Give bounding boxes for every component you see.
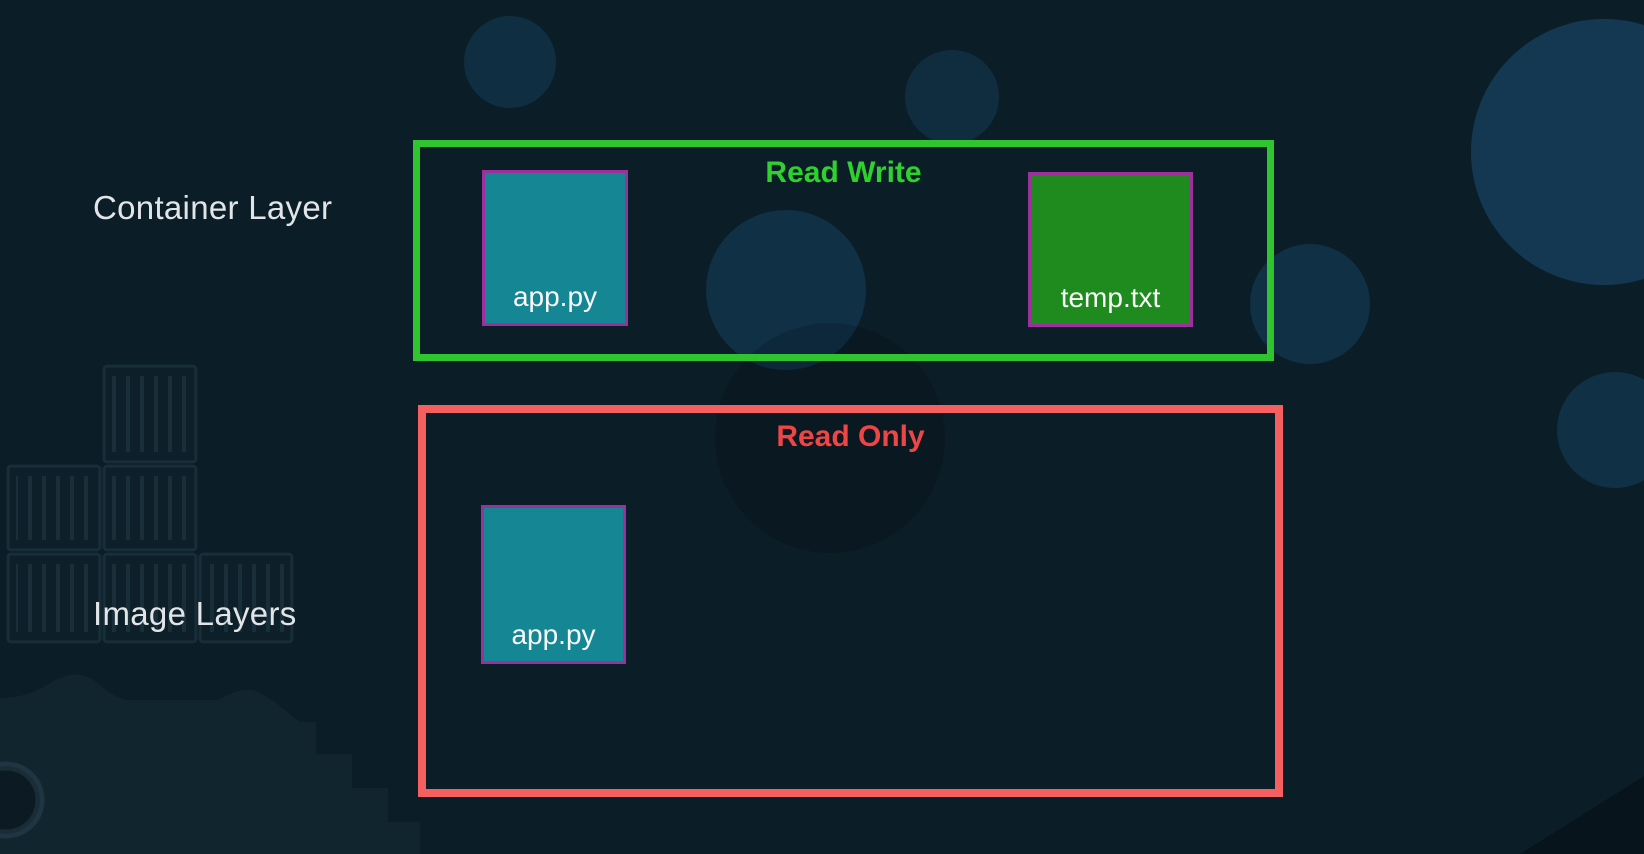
bg-circle bbox=[905, 50, 999, 144]
file-square-app-py-image: app.py bbox=[481, 505, 626, 664]
file-square-temp-txt: temp.txt bbox=[1028, 172, 1193, 327]
read-write-box: Read Write bbox=[413, 140, 1274, 361]
image-layers-label: Image Layers bbox=[93, 595, 297, 632]
bg-circle bbox=[1557, 372, 1644, 488]
read-only-box: Read Only bbox=[418, 405, 1283, 797]
bg-circle bbox=[1471, 19, 1644, 285]
read-write-box-title: Read Write bbox=[765, 156, 922, 189]
bg-circle bbox=[706, 210, 866, 370]
sea-wave-illustration bbox=[0, 674, 420, 854]
file-label-app-py: app.py bbox=[512, 281, 598, 312]
bg-circle bbox=[464, 16, 556, 108]
corner-shadow bbox=[1520, 776, 1644, 854]
container-layer-label: Container Layer bbox=[93, 189, 333, 226]
file-label-app-py: app.py bbox=[511, 619, 596, 650]
file-square-app-py-container: app.py bbox=[482, 170, 628, 326]
container-stack-illustration bbox=[6, 364, 294, 644]
background-circles bbox=[464, 16, 1644, 488]
shadow-circle bbox=[715, 323, 945, 553]
file-label-temp-txt: temp.txt bbox=[1060, 282, 1161, 313]
porthole-illustration bbox=[0, 761, 45, 839]
read-only-box-title: Read Only bbox=[776, 420, 925, 453]
bg-circle bbox=[1250, 244, 1370, 364]
